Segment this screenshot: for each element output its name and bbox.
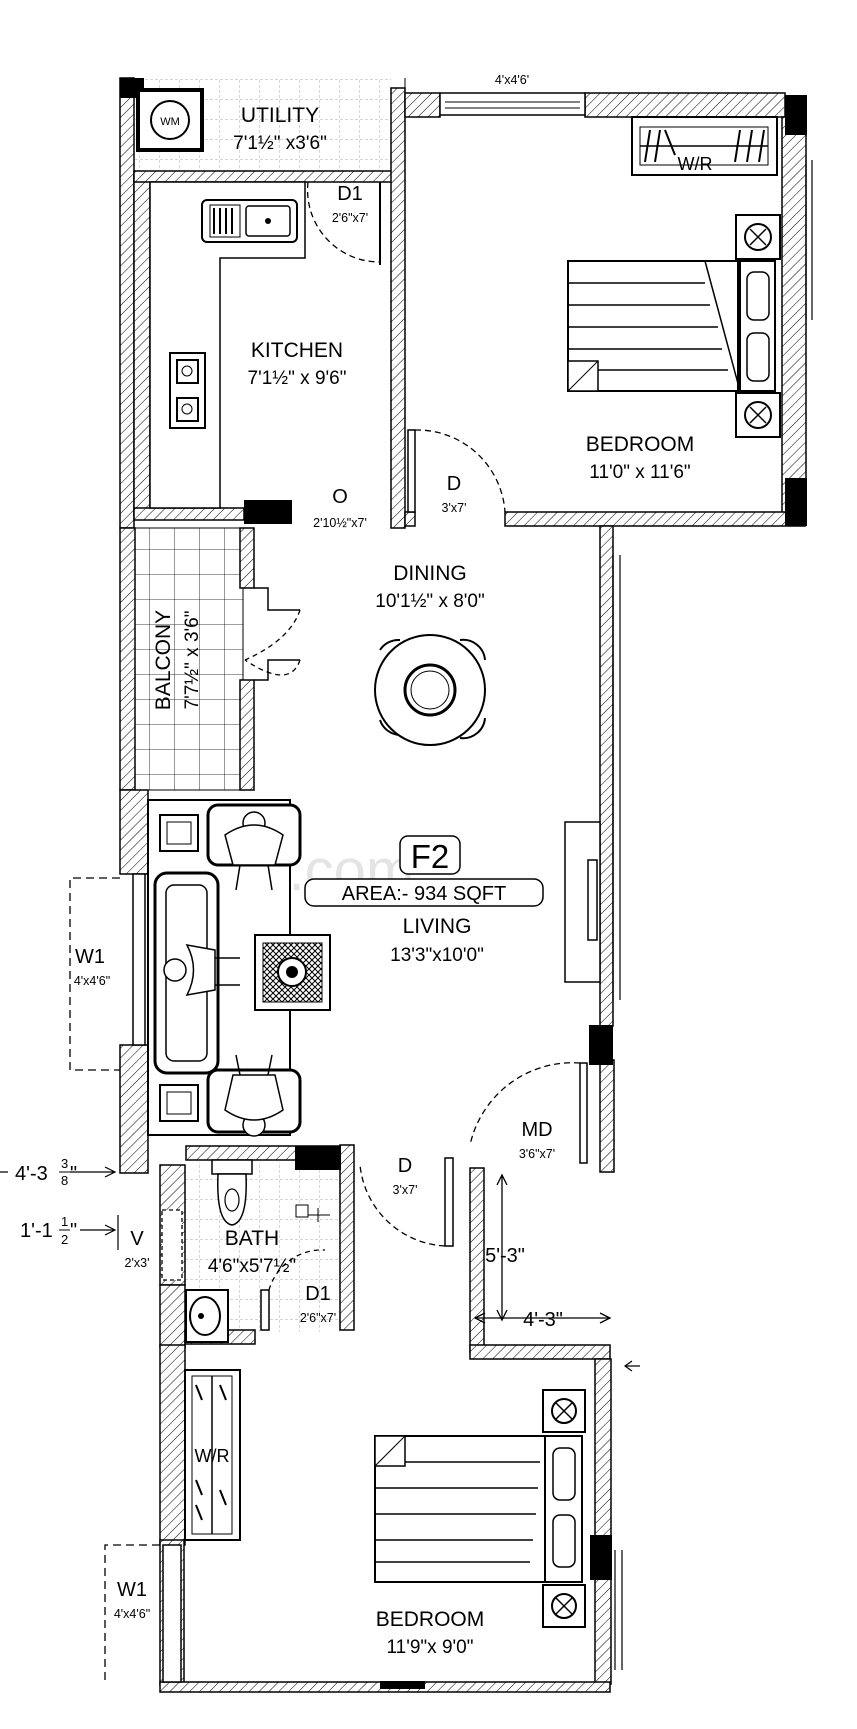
- w1-bed2-size: 4'x4'6": [114, 1607, 150, 1621]
- dining-table: [374, 634, 486, 746]
- bed-1: [567, 214, 781, 438]
- bath-name: BATH: [225, 1227, 279, 1250]
- lobby-vertical-dim: 5'-3": [485, 1245, 525, 1267]
- bath-room: BATH 4'6"x5'7½" D1 2'6"x7' V 2'x3': [125, 1159, 336, 1343]
- w1-living-name: W1: [75, 946, 105, 968]
- unit-label: F2: [411, 838, 450, 875]
- bedroom2-room: W/R BEDROOM 11'9"x 9'0" W1 4'x4'6": [104, 1369, 586, 1683]
- washbasin: [185, 1289, 229, 1343]
- left-dim-2: 1'-1: [20, 1220, 53, 1242]
- left-dim-1-num: 3: [61, 1156, 68, 1171]
- dining-size: 10'1½" x 8'0": [375, 591, 484, 612]
- living-name: LIVING: [403, 915, 472, 938]
- coffee-table: [254, 934, 331, 1011]
- w1-living-size: 4'x4'6": [74, 974, 110, 988]
- balcony-name: BALCONY: [152, 610, 175, 710]
- stove: [169, 352, 206, 429]
- dining-name: DINING: [393, 562, 467, 585]
- bedroom1-name: BEDROOM: [586, 433, 695, 456]
- bed-2: [374, 1389, 586, 1628]
- opening-o-name: O: [332, 486, 348, 508]
- walls: [119, 77, 807, 1693]
- balcony-size: 7'7½" x 3'6": [182, 611, 203, 710]
- balcony-floor: [134, 527, 244, 791]
- area-label-box: [304, 878, 544, 907]
- kitchen-room: KITCHEN 7'1½" x 9'6" D1 2'6"x7' O 2'10½"…: [149, 181, 381, 530]
- left-dim-2-inch: ": [70, 1220, 77, 1242]
- utility-name: UTILITY: [241, 104, 319, 127]
- v-bath-name: V: [130, 1228, 144, 1250]
- seated-figures: [163, 811, 284, 1137]
- balcony-room: BALCONY 7'7½" x 3'6": [152, 610, 203, 710]
- sink: [201, 199, 298, 243]
- d1-kitchen-size: 2'6"x7': [332, 211, 368, 225]
- left-dim-2-num: 1: [61, 1214, 68, 1229]
- columns: [120, 78, 807, 1689]
- wardrobe-bottom-label: W/R: [195, 1446, 230, 1466]
- utility-size: 7'1½" x3'6": [233, 133, 327, 154]
- w1-bed2-name: W1: [117, 1579, 147, 1601]
- d-bed1-size: 3'x7': [442, 501, 467, 515]
- kitchen-size: 7'1½" x 9'6": [248, 368, 347, 389]
- bedroom2-size: 11'9"x 9'0": [387, 1637, 474, 1658]
- wardrobe-top-label: W/R: [678, 154, 713, 174]
- lobby: D 3'x7' 5'-3" 4'-3": [359, 1155, 640, 1372]
- washing-machine-label: WM: [160, 116, 180, 128]
- outer-edge-lines: [612, 160, 813, 1670]
- opening-o-size: 2'10½"x7': [313, 516, 367, 530]
- utility-room: WM UTILITY 7'1½" x3'6": [136, 88, 327, 154]
- md-name: MD: [521, 1119, 552, 1141]
- d-bed2-name: D: [398, 1155, 412, 1177]
- d1-kitchen-name: D1: [337, 183, 363, 205]
- living-size: 13'3"x10'0": [390, 945, 484, 966]
- left-dim-1-inch: ": [70, 1163, 77, 1185]
- d-bed2-size: 3'x7': [393, 1183, 418, 1197]
- left-dim-1-den: 8: [61, 1173, 68, 1188]
- v-bath-size: 2'x3': [125, 1256, 150, 1270]
- lobby-horizontal-dim: 4'-3": [523, 1309, 563, 1331]
- bedroom1-room: W/R BEDROOM 11'0" x 11'6" D 3'x7': [407, 116, 781, 515]
- left-dimensions: 4'-3 3 8 " 1'-1 1 2 ": [0, 1156, 119, 1250]
- dining-room: DINING 10'1½" x 8'0": [244, 562, 486, 746]
- d1-bath-name: D1: [305, 1283, 331, 1305]
- top-window-size: 4'x4'6': [495, 73, 529, 87]
- d-bed1-name: D: [447, 473, 461, 495]
- left-dim-2-den: 2: [61, 1232, 68, 1247]
- bedroom2-name: BEDROOM: [376, 1608, 485, 1631]
- unit-label-box: [399, 835, 461, 875]
- kitchen-name: KITCHEN: [251, 339, 343, 362]
- area-label: AREA:- 934 SQFT: [342, 883, 507, 905]
- d1-bath-size: 2'6"x7': [300, 1311, 336, 1325]
- bedroom1-size: 11'0" x 11'6": [589, 462, 690, 483]
- md-size: 3'6"x7': [519, 1147, 555, 1161]
- bath-size: 4'6"x5'7½": [208, 1256, 296, 1277]
- top-window: 4'x4'6': [404, 73, 586, 116]
- toilet: [211, 1159, 253, 1226]
- left-dim-1: 4'-3: [15, 1163, 48, 1185]
- living-room: F2 AREA:- 934 SQFT LIVING 13'3"x10'0" W1…: [69, 799, 601, 1164]
